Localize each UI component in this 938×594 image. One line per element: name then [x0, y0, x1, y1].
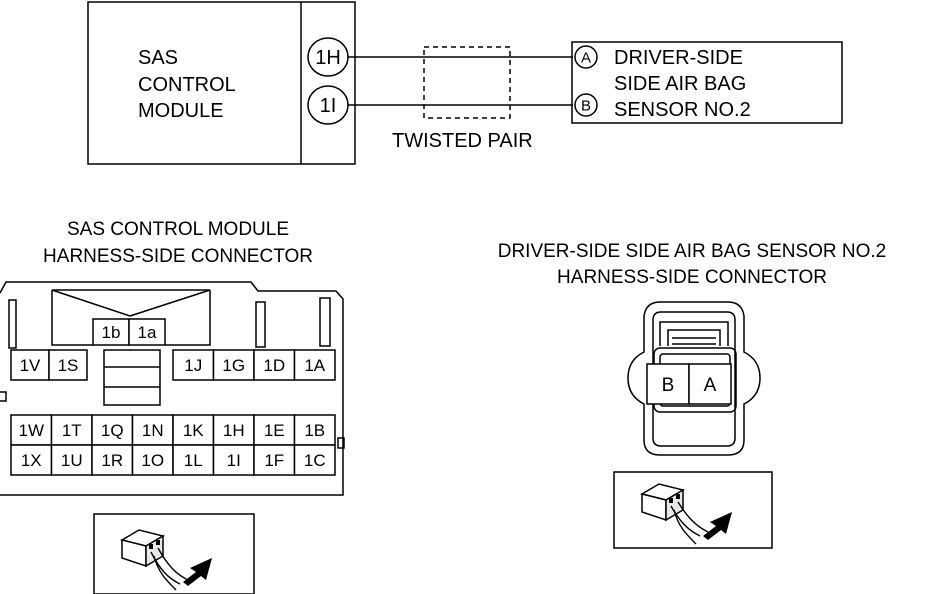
sas-connector-body — [0, 281, 345, 496]
sas-pin: 1K — [183, 421, 204, 440]
sensor-terminal-b-circle — [574, 93, 598, 117]
sensor-label-line1: DRIVER-SIDE — [614, 47, 743, 69]
sas-connector-title-line2: HARNESS-SIDE CONNECTOR — [43, 246, 313, 267]
sas-pin-grid: 1b 1a 1V 1S 1J 1G 1D 1A 1W 1T 1Q 1N 1K 1H 1E 1B 1X 1U 1R 1O… — [10, 318, 336, 476]
sensor-label-line3: SENSOR NO.2 — [614, 99, 751, 121]
sas-pin-cell — [128, 318, 166, 346]
sensor-label-line2: SIDE AIR BAG — [614, 73, 746, 95]
sas-pin: 1T — [62, 421, 82, 440]
sas-pin: 1B — [304, 421, 325, 440]
sensor-terminal-a-label: A — [581, 50, 591, 67]
sas-pin-cell — [131, 414, 174, 446]
sensor-connector-title-line1: DRIVER-SIDE SIDE AIR BAG SENSOR NO.2 — [498, 241, 887, 262]
sas-pin-cell — [172, 414, 215, 446]
sas-pin: 1N — [142, 421, 164, 440]
sas-pin-cell — [172, 444, 215, 476]
sas-pin: 1L — [184, 451, 203, 470]
sas-pin: 1V — [20, 356, 41, 375]
sas-pin: 1G — [222, 356, 245, 375]
sas-pin: 1H — [223, 421, 245, 440]
harness-side-view-icon — [93, 513, 255, 594]
sas-pin-cell — [212, 349, 255, 381]
sensor-pin-cell — [646, 363, 690, 405]
sas-pin-cell — [92, 318, 130, 346]
sas-pin: 1U — [61, 451, 83, 470]
sas-pin: 1C — [304, 451, 326, 470]
twisted-pair-box — [423, 46, 511, 119]
sas-pin: 1R — [101, 451, 123, 470]
module-label-line1: SAS — [138, 47, 178, 69]
sensor-pin: A — [704, 375, 717, 396]
sas-pin: 1E — [264, 421, 285, 440]
sas-pin: 1S — [58, 356, 79, 375]
sas-pin: 1b — [102, 323, 121, 342]
twisted-pair-label: TWISTED PAIR — [392, 130, 533, 152]
sensor-block — [571, 41, 843, 124]
sensor-pin-cell — [688, 363, 732, 405]
sas-control-module-block — [87, 1, 356, 165]
sensor-pin: B — [662, 375, 675, 396]
sas-pin: 1O — [141, 451, 164, 470]
sas-pin: 1J — [184, 356, 202, 375]
terminal-1h-label: 1H — [315, 47, 341, 69]
sas-connector-title-line1: SAS CONTROL MODULE — [67, 219, 289, 240]
sas-pin: 1F — [264, 451, 284, 470]
sas-pin: 1D — [263, 356, 285, 375]
sensor-terminal-b-label: B — [581, 98, 591, 115]
sensor-terminal-a-circle — [574, 45, 598, 69]
sas-pin: 1W — [19, 421, 45, 440]
sas-pin-cell — [212, 444, 255, 476]
sas-pin: 1X — [21, 451, 42, 470]
sas-pin-cell — [48, 349, 88, 381]
sas-pin-cell — [91, 414, 134, 446]
sas-pin: 1I — [227, 451, 241, 470]
harness-side-view-icon-2 — [613, 471, 773, 549]
sas-pin: 1a — [138, 323, 157, 342]
sensor-connector-title-line2: HARNESS-SIDE CONNECTOR — [557, 267, 827, 288]
sas-pin-cell — [293, 414, 336, 446]
terminal-1i-label: 1I — [320, 95, 337, 117]
sas-pin-cell — [10, 444, 53, 476]
sas-pin-cell — [131, 444, 174, 476]
module-label-line2: CONTROL — [138, 74, 236, 96]
sas-pin-cell — [293, 349, 336, 381]
sas-pin-cell — [50, 444, 93, 476]
sas-pin: 1A — [304, 356, 325, 375]
module-label-line3: MODULE — [138, 100, 224, 122]
sas-pin: 1Q — [101, 421, 124, 440]
sas-pin-cell — [293, 444, 336, 476]
sas-pin-cell — [172, 349, 215, 381]
